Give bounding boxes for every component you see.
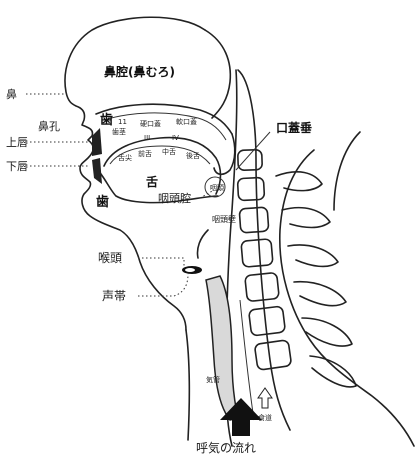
number-label: IV [172, 134, 179, 142]
trachea-tube [206, 276, 238, 420]
trachea-label: 気管 [206, 375, 220, 384]
palate-part-label: 歯茎 [112, 127, 126, 136]
esophagus-label: 食道 [258, 413, 272, 422]
tongue-part-label: 舌尖 [118, 153, 132, 162]
lower-lip-label: 下唇 [6, 160, 28, 173]
esophagus-arrow [258, 388, 272, 408]
larynx-label: 喉頭 [98, 251, 122, 265]
upper-teeth-label: 歯 [100, 112, 113, 128]
palate-part-label: 軟口蓋 [176, 117, 197, 126]
tongue-part-label: 前舌 [138, 149, 152, 158]
tongue-mark-label: 舌 [146, 174, 158, 189]
nasal-cavity-label: 鼻腔(鼻むろ) [104, 64, 175, 79]
number-label: 11 [118, 118, 127, 126]
nostril-label: 鼻孔 [38, 119, 60, 133]
vocal-cords-label: 声帯 [102, 289, 126, 303]
tongue-part-label: 後舌 [186, 151, 200, 160]
neck-back-outline [280, 150, 414, 446]
epiglottis [197, 230, 208, 258]
lower-teeth-shape [92, 158, 102, 184]
tongue-part-label: 中舌 [162, 147, 176, 156]
pharyngeal-wall-label: 咽頭壁 [212, 214, 236, 224]
skull-contour [205, 30, 230, 118]
uvula-shape [214, 134, 235, 174]
uvula-label: 口蓋垂 [276, 120, 312, 135]
nose-label: 鼻 [6, 87, 17, 101]
palate-part-label: 硬口蓋 [140, 119, 161, 128]
neck-far-outline [334, 132, 360, 210]
pharynx-cavity-label: 咽頭腔 [158, 191, 191, 205]
upper-lip-label: 上唇 [6, 136, 28, 149]
throat-front-wall [186, 330, 189, 440]
lower-teeth-label: 歯 [96, 194, 109, 210]
number-label: III [144, 134, 150, 142]
tonsil-label: 咽頭 [210, 184, 224, 192]
upper-teeth-shape [92, 128, 102, 156]
breath-flow-label: 呼気の流れ [196, 440, 256, 455]
